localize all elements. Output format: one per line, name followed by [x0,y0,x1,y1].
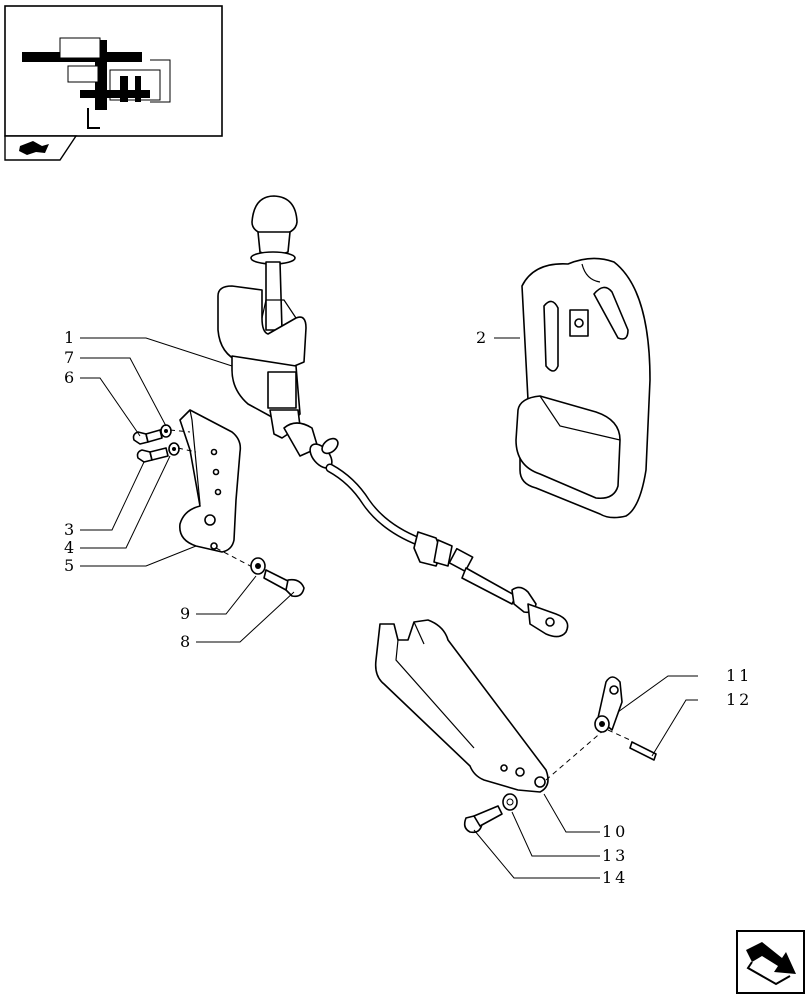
leader-lines [80,337,698,879]
callout-1: 1 [64,328,77,347]
assembly-thumbnail-icon[interactable] [4,5,223,137]
callout-8: 8 [180,632,193,651]
callout-9: 9 [180,604,193,623]
callout-10: 10 [602,822,628,841]
mounting-bracket [132,409,305,598]
callout-2: 2 [476,328,489,347]
lever-cover [515,257,651,519]
callout-13: 13 [602,846,628,865]
next-page-arrow-icon[interactable] [736,930,805,994]
book-arrow-icon[interactable] [4,135,78,161]
callout-4: 4 [64,538,77,557]
callout-14: 14 [602,868,628,887]
gear-lever-assembly [217,195,569,638]
callout-11: 11 [726,666,752,685]
callout-6: 6 [64,368,77,387]
callout-7: 7 [64,348,77,367]
callout-3: 3 [64,520,77,539]
callout-12: 12 [726,690,752,709]
support-bracket [374,619,657,834]
callout-5: 5 [64,556,77,575]
